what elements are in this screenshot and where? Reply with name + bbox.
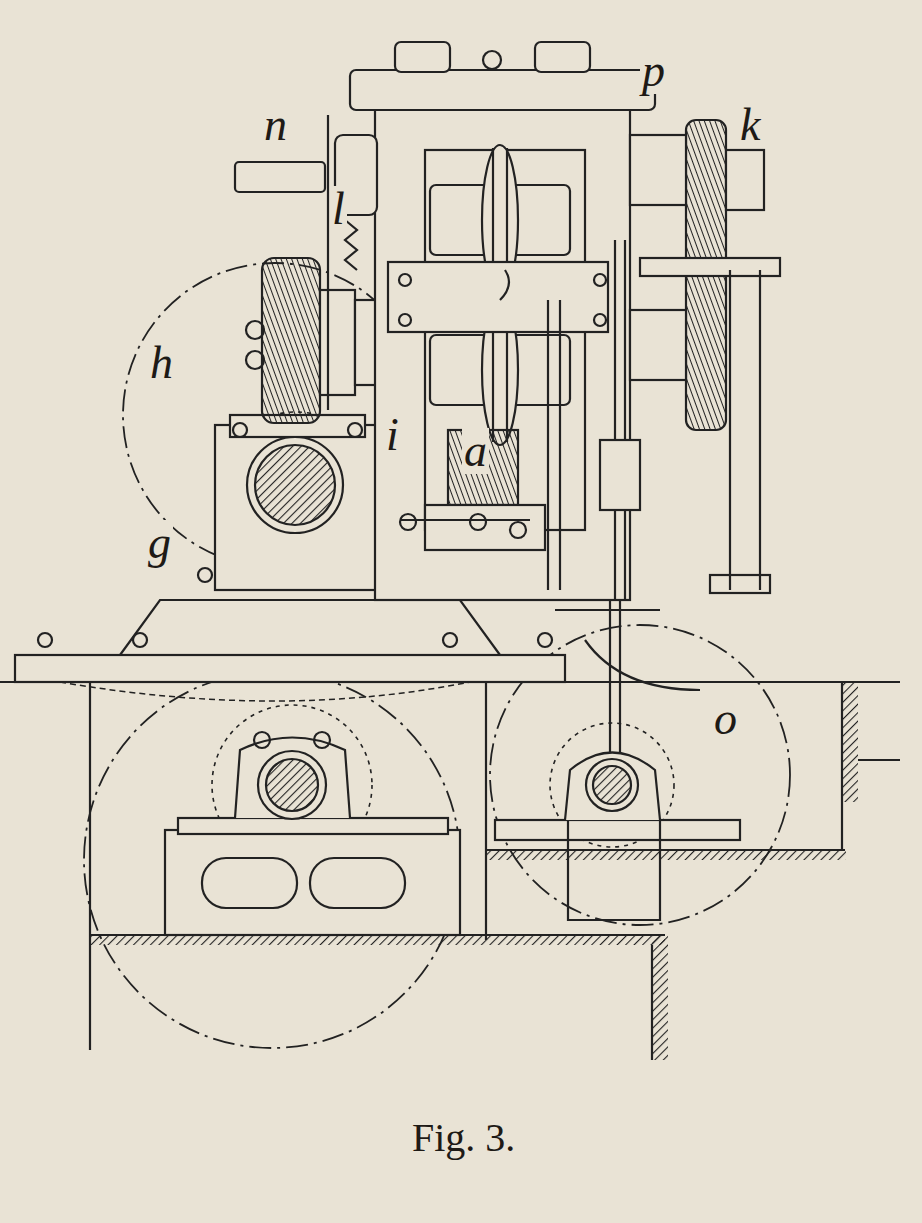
part-letter: p (640, 48, 667, 94)
part-letter: k (738, 102, 762, 148)
part-letter: o (712, 696, 739, 742)
part-letter: n (262, 102, 289, 148)
figure-caption: Fig. 3. (412, 1118, 515, 1158)
part-letter: a (462, 428, 489, 474)
part-letter: i (384, 412, 401, 458)
part-letter: h (148, 340, 175, 386)
part-letter: g (146, 520, 173, 566)
part-letter: l (330, 186, 347, 232)
